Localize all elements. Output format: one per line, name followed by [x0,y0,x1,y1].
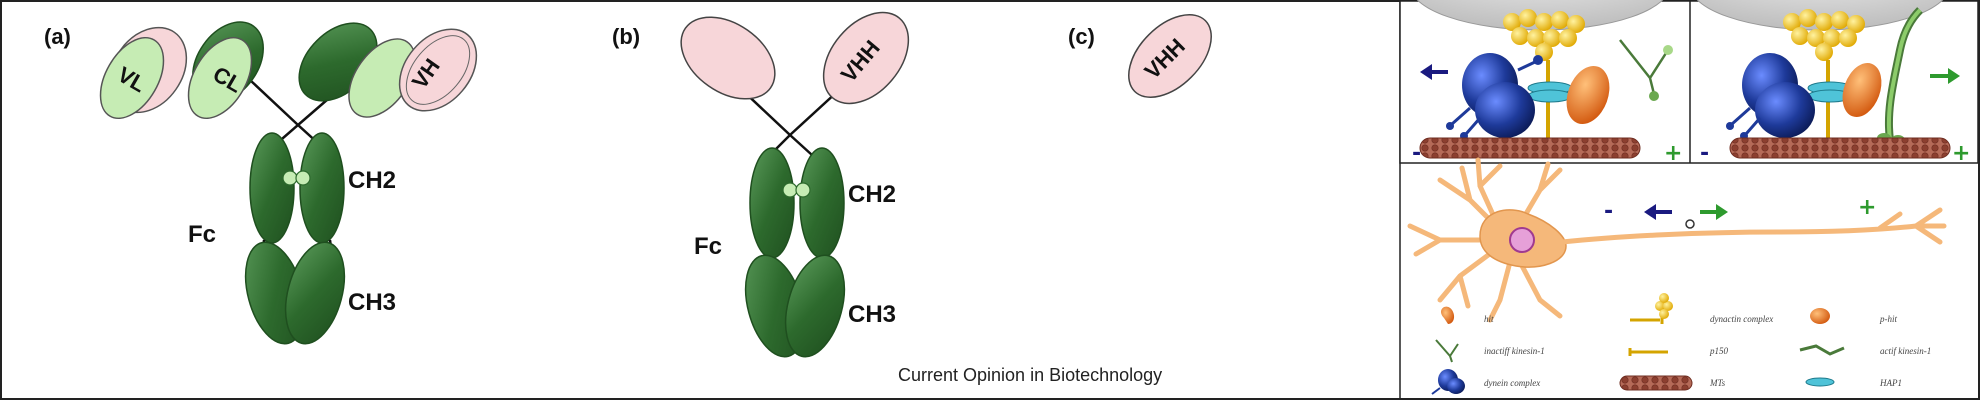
inactive-kinesin-icon [1435,339,1459,363]
hap1-icon [1805,377,1835,387]
empty-domain [680,16,776,100]
dynactin-cluster [1503,9,1585,61]
panel-c-letter: (c) [1068,24,1095,49]
hit-orange [1566,65,1610,125]
motor-plus-1: + [1664,141,1682,166]
hinge-lines [249,79,351,146]
legend-text-6: dynein complex [1484,378,1540,388]
hinge-lines-b [739,79,851,156]
ch3-label: CH3 [348,289,396,316]
motor-plus-2: + [1952,141,1970,166]
light-chain-left: VL CL [99,21,264,120]
dynactin-cluster [1783,9,1865,61]
vhh-domain-b [822,11,910,105]
motor-panel-retrograde: - + [1412,0,1682,166]
active-kinesin-icon [1799,344,1845,356]
ch2-label: CH2 [348,167,396,194]
ch2-domains-b [749,147,845,259]
ch3-label-b: CH3 [848,301,896,328]
neuron-minus: - [1604,199,1613,224]
dendrites [1407,157,1563,323]
microtubule [1729,137,1951,159]
panel-c: (c) VHH [1068,14,1212,98]
neuron-plus: + [1858,195,1876,220]
legend-text-0: hit [1484,314,1494,324]
panel-a: (a) VL CL VH [44,21,478,345]
ch3-domains-b [744,254,846,358]
journal-credit: Current Opinion in Biotechnology [898,365,1162,385]
ch2-label-b: CH2 [848,181,896,208]
panel-a-letter: (a) [44,24,71,49]
inactive-kinesin [1619,39,1673,101]
motor-minus-1: - [1412,141,1421,166]
microtubule-icon [1619,375,1693,391]
cargo-vesicle [1685,219,1695,229]
hit-orange [1842,62,1882,118]
fc-label-b: Fc [694,233,722,260]
ch3-domains [244,241,346,345]
legend-text-1: dynactin complex [1710,314,1773,324]
heavy-chain-right: VH [298,22,478,118]
dynactin-complex-icon [1630,293,1673,324]
dynein-complex-icon [1431,369,1465,395]
nanobody-hit-icon [1441,306,1455,324]
dynein-complex [1726,53,1815,140]
axon [1559,207,1947,245]
nucleus [1509,227,1535,253]
ch2-domains [249,132,345,244]
fc-label: Fc [188,221,216,248]
motor-minus-2: - [1700,141,1709,166]
legend: hit dynactin complex p-hit inactiff kine… [1431,293,1931,395]
legend-text-5: actif kinesin-1 [1880,346,1931,356]
legend-text-3: inactiff kinesin-1 [1484,346,1545,356]
legend-text-2: p-hit [1879,314,1897,324]
p-hit-icon [1810,308,1830,324]
panel-b: (b) VHH CH2 CH3 Fc [612,11,910,358]
microtubule [1419,137,1641,159]
motor-panel-anterograde: - + [1696,0,1970,166]
dynein-complex [1446,53,1543,140]
p150-glued-icon [1628,348,1668,356]
legend-text-7: MTs [1709,378,1726,388]
legend-text-8: HAP1 [1879,378,1902,388]
panel-b-letter: (b) [612,24,640,49]
neuron: - + [1407,157,1947,323]
vhh-domain-c [1128,14,1212,98]
legend-text-4: p150 [1709,346,1729,356]
